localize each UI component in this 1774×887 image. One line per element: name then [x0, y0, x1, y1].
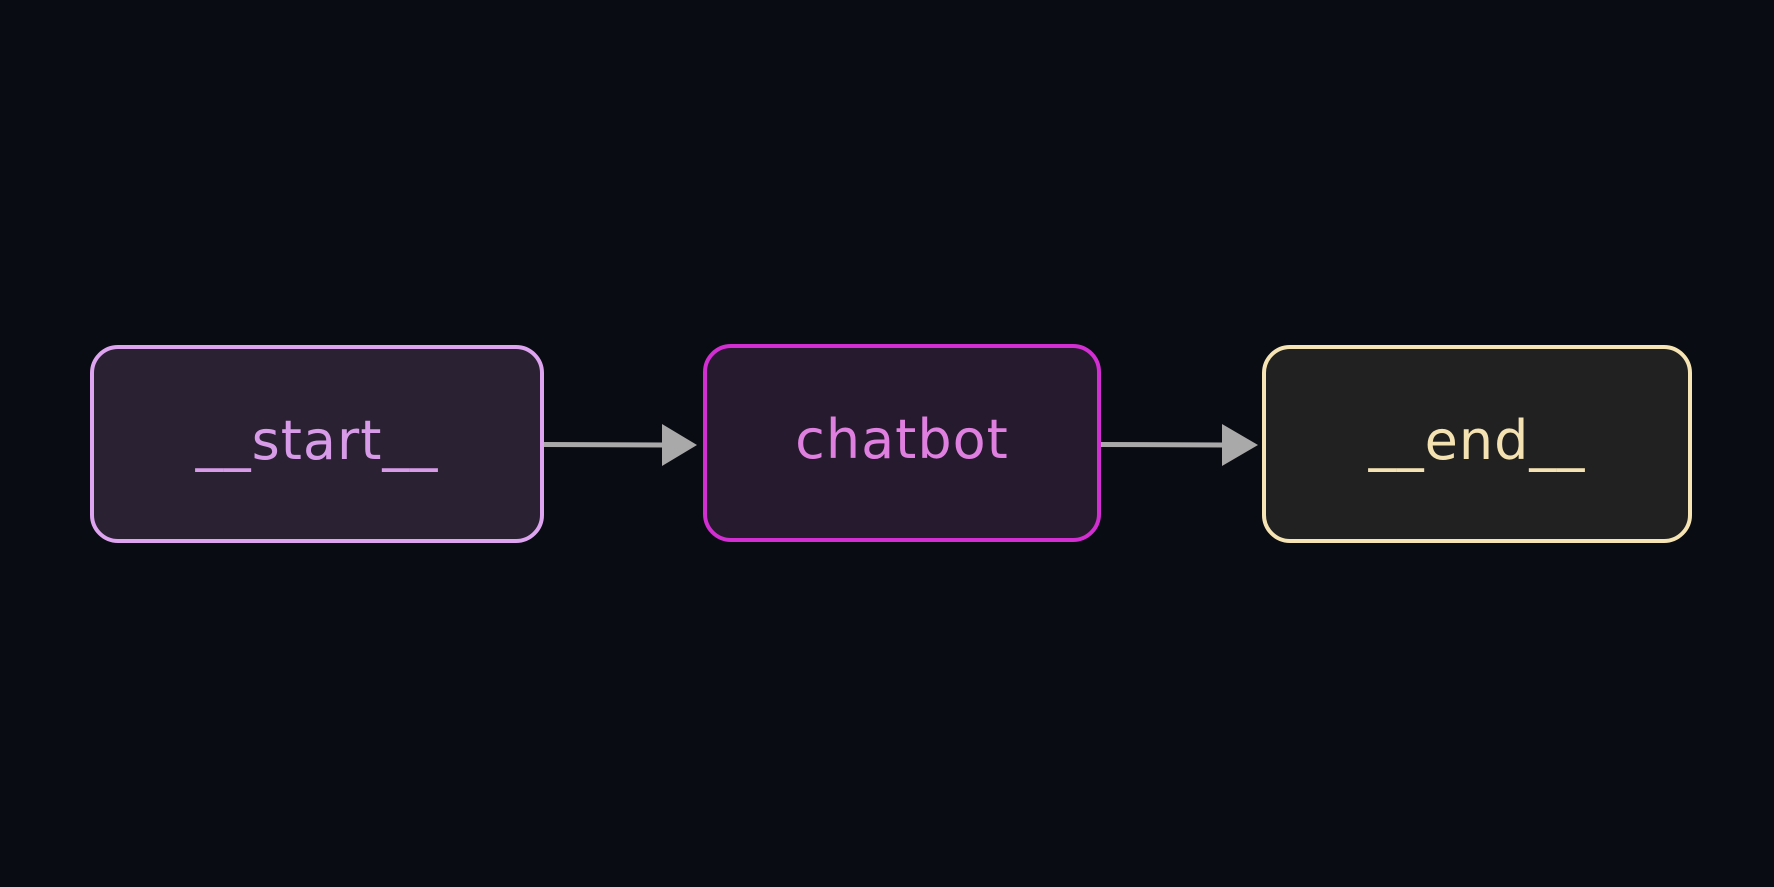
edge-line: [1100, 442, 1225, 448]
edge-chatbot-to-end: [1100, 424, 1258, 466]
arrowhead: [662, 424, 697, 466]
node-start[interactable]: __start__: [90, 345, 544, 543]
edge-start-to-chatbot: [543, 424, 697, 466]
node-end-label: __end__: [1368, 409, 1586, 472]
node-start-label: __start__: [195, 409, 439, 472]
arrowhead: [1222, 424, 1258, 466]
node-end[interactable]: __end__: [1262, 345, 1692, 543]
edge-line: [543, 442, 665, 448]
node-chatbot[interactable]: chatbot: [703, 344, 1101, 542]
node-chatbot-label: chatbot: [795, 408, 1009, 471]
